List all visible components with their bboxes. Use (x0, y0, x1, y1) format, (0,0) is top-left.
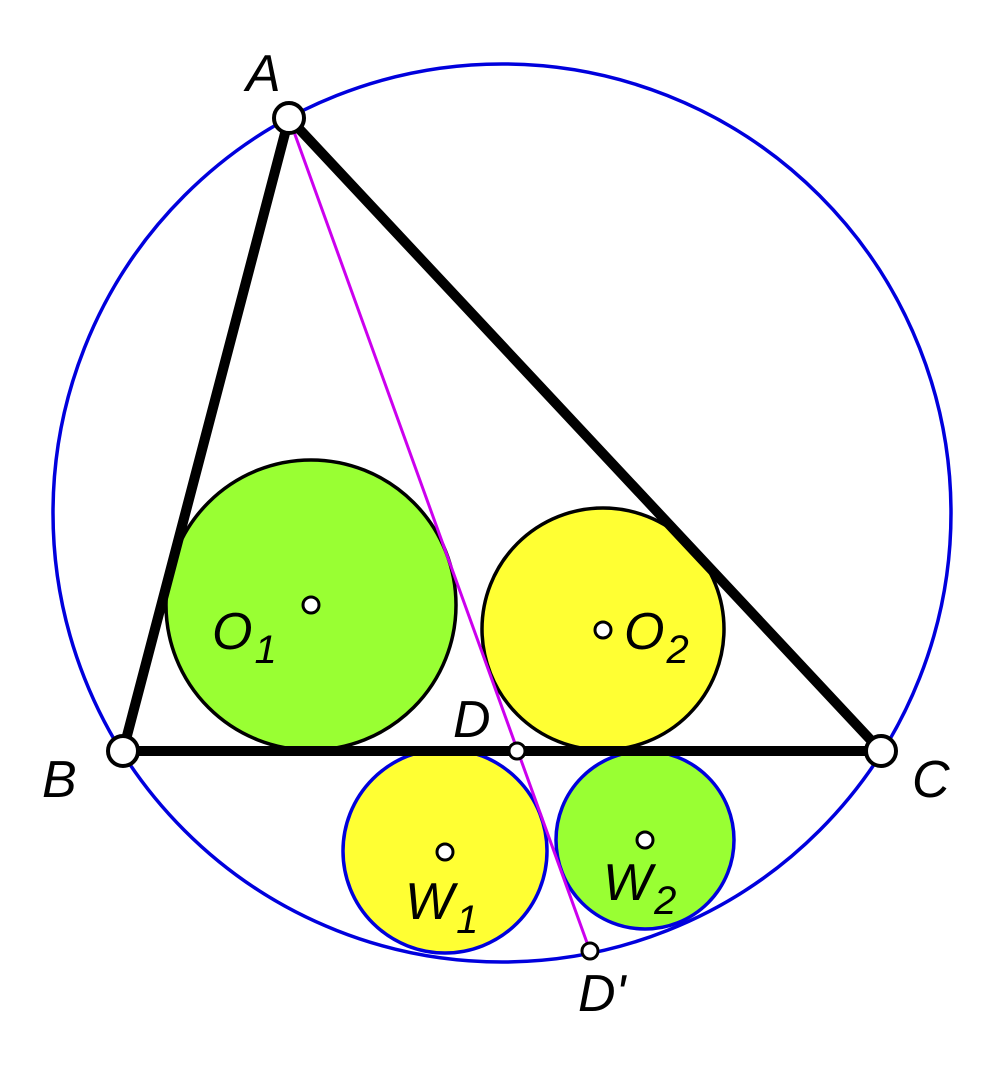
label-o2: O2 (624, 603, 689, 672)
vertex-a (272, 101, 306, 135)
label-a: A (243, 45, 281, 103)
label-d-prime: D' (578, 965, 628, 1023)
point-d (507, 741, 527, 761)
point-o1 (301, 595, 321, 615)
label-w2: W2 (603, 854, 676, 923)
point-o2 (593, 620, 613, 640)
label-c: C (912, 751, 950, 809)
point-w2 (635, 830, 655, 850)
point-d-prime (580, 941, 600, 961)
point-w1 (435, 842, 455, 862)
cevian-a-d-prime (287, 117, 592, 952)
label-o1: O1 (212, 603, 277, 672)
label-b: B (42, 751, 77, 809)
circumcircle (51, 62, 953, 964)
label-w1: W1 (405, 873, 478, 942)
vertex-c (864, 734, 898, 768)
label-d: D (453, 691, 491, 749)
vertex-b (106, 734, 140, 768)
triangle-abc (118, 113, 886, 756)
